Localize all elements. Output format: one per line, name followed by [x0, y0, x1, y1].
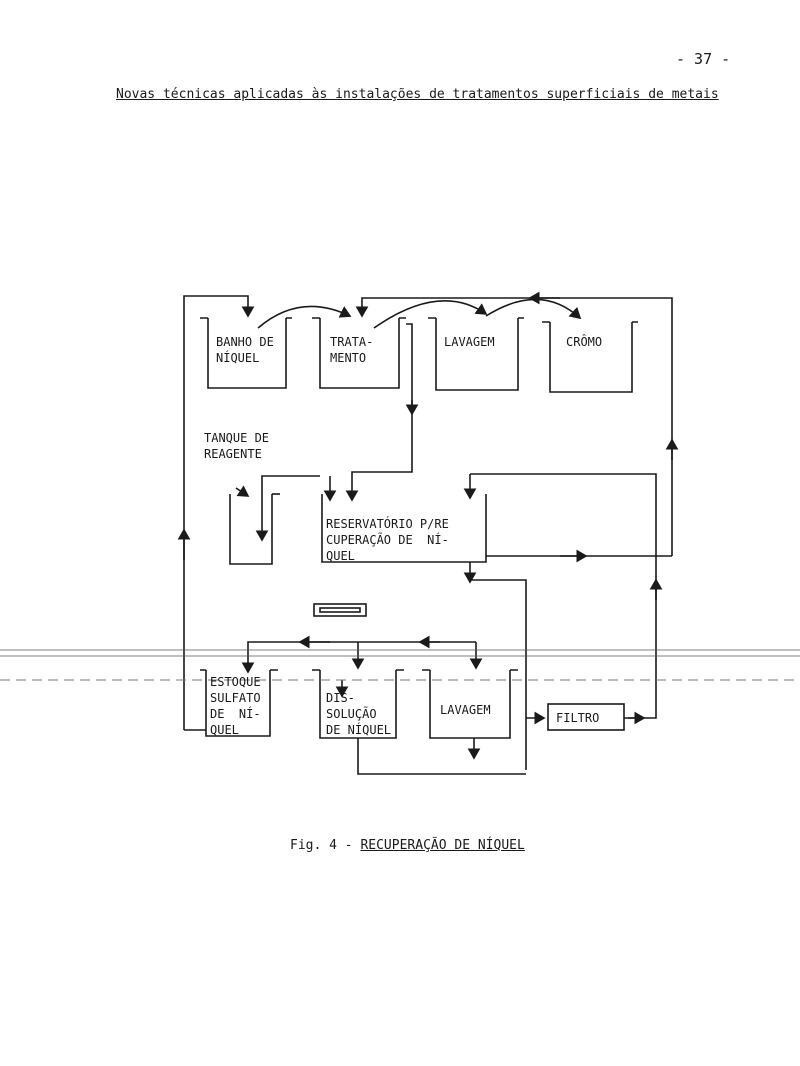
tank-lavagem-top	[435, 318, 519, 391]
figure-caption: Fig. 4 - RECUPERAÇÃO DE NÍQUEL	[290, 838, 525, 853]
label-lavagem-bottom: LAVAGEM	[440, 703, 491, 717]
tank-cromo	[549, 322, 633, 393]
label-reservatorio: RESERVATÓRIO P/RE CUPERAÇÃO DE NÍ- QUEL	[326, 517, 449, 563]
label-banho-de-niquel: BANHO DE NÍQUEL	[216, 335, 274, 365]
reservoir	[321, 494, 487, 563]
tank-banho	[207, 318, 287, 389]
label-tratamento: TRATA- MENTO	[330, 335, 374, 365]
tank-tratamento	[319, 318, 400, 389]
label-filtro: FILTRO	[556, 711, 600, 725]
filter-box	[547, 703, 625, 731]
page-heading: Novas técnicas aplicadas às instalações …	[116, 87, 719, 102]
tank-estoque	[205, 670, 271, 737]
label-lavagem-top: LAVAGEM	[444, 335, 495, 349]
label-tanque-reagente: TANQUE DE REAGENTE	[204, 431, 270, 461]
page-number: - 37 -	[676, 50, 731, 68]
tank-reagente	[229, 494, 273, 565]
label-dissolucao: DIS- SOLUÇÃO DE NÍQUEL	[326, 691, 392, 737]
caption-title: RECUPERAÇÃO DE NÍQUEL	[360, 838, 525, 853]
tank-lavagem-bottom	[429, 670, 511, 739]
label-cromo: CRÔMO	[566, 335, 603, 349]
label-estoque-sulfato: ESTOQUE SULFATO DE NÍ- QUEL	[210, 675, 261, 737]
caption-prefix: Fig. 4 -	[290, 838, 361, 853]
